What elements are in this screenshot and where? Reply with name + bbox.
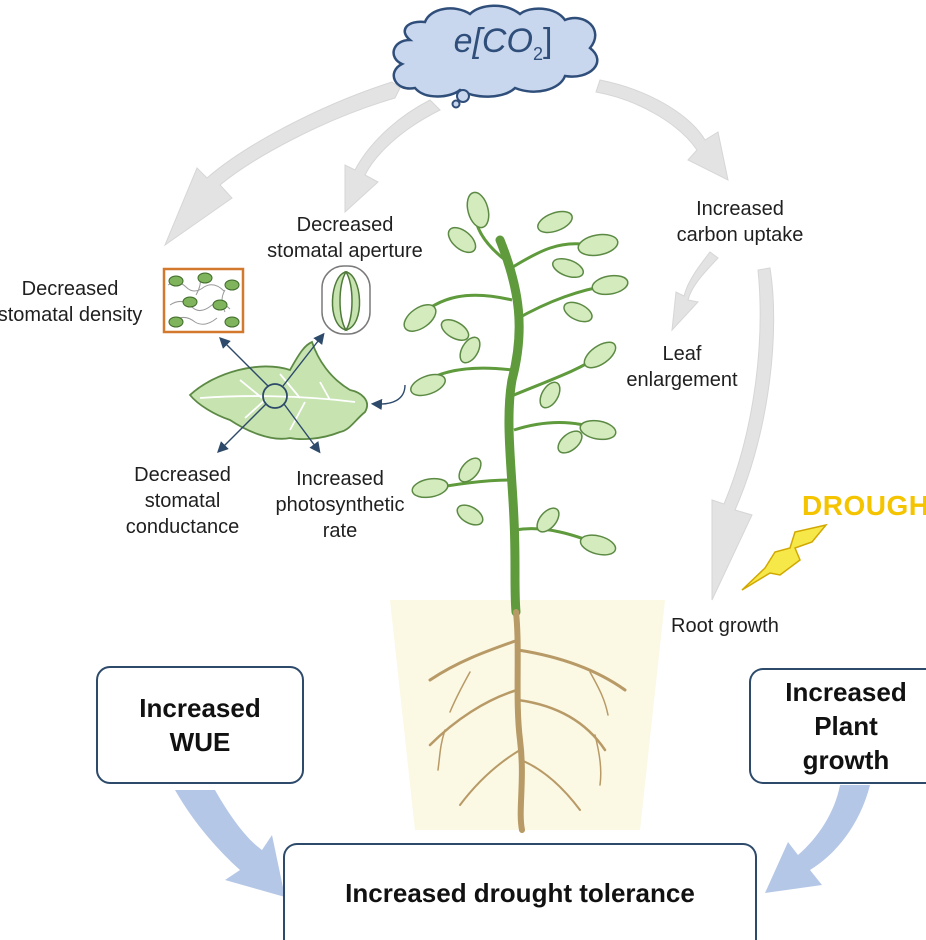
co2-prefix: e[CO — [453, 22, 533, 60]
label-decreased-stomatal-conductance: Decreased stomatal conductance — [125, 464, 240, 538]
label-decreased-stomatal-density: Decreased stomatal density — [0, 278, 143, 326]
leaf-icon — [188, 340, 368, 440]
label-decreased-stomatal-aperture: Decreased stomatal aperture — [267, 214, 423, 262]
co2-label: e[CO2] — [428, 22, 578, 65]
box-increased-plant-growth: Increased Plant growth — [749, 668, 926, 784]
arrow-wue-to-tolerance — [175, 790, 285, 897]
label-root-growth: Root growth — [671, 615, 779, 637]
epidermis-cells-icon — [162, 267, 245, 334]
stomata-pore-icon — [321, 265, 371, 335]
soil-background — [390, 600, 665, 830]
box-increased-drought-tolerance: Increased drought tolerance — [283, 843, 757, 940]
label-increased-carbon-uptake: Increased carbon uptake — [676, 198, 804, 246]
co2-suffix: ] — [542, 22, 553, 60]
roots-icon — [428, 609, 627, 833]
label-leaf-enlargement: Leaf enlargement — [626, 343, 738, 391]
plant-icon — [403, 191, 629, 617]
co2-subscript: 2 — [532, 43, 543, 64]
label-increased-photosynthetic-rate: Increased photosynthetic rate — [275, 468, 405, 542]
cloud-icon — [392, 4, 599, 109]
leaf-connectors — [217, 332, 406, 454]
drought-label: DROUGHT — [802, 490, 926, 521]
arrow-to-leaf — [671, 251, 719, 332]
box-increased-wue: Increased WUE — [96, 666, 304, 784]
arrow-growth-to-tolerance — [765, 785, 870, 893]
lightning-icon — [741, 523, 828, 591]
grey-arrows — [163, 79, 775, 601]
blue-arrows — [175, 785, 870, 897]
arrow-to-root — [711, 267, 775, 601]
arrow-to-density — [163, 81, 401, 247]
arrow-to-aperture — [344, 99, 441, 214]
arrow-to-carbon — [595, 79, 729, 181]
